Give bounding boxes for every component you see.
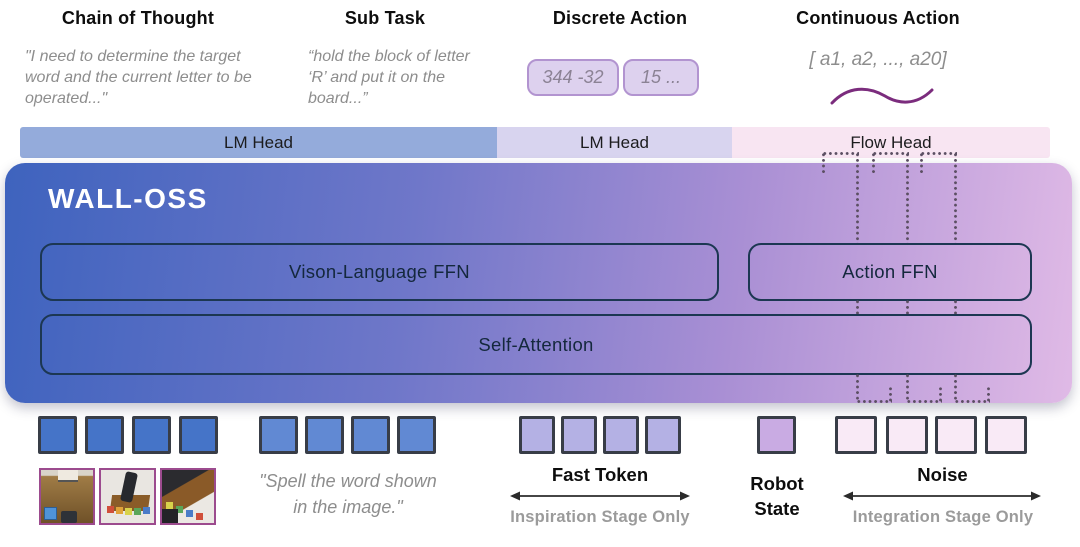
flow-connector-dots (856, 152, 859, 243)
noise-label: Noise (917, 464, 968, 485)
robot-state-label: Robot State (750, 473, 804, 519)
prompt-text: "Spell the word shown in the image." (259, 471, 437, 518)
chain-of-thought-example: "I need to determine the target word and… (25, 48, 252, 108)
flow-connector-dots (906, 373, 909, 402)
self-attention-block: Self-Attention (40, 314, 1032, 375)
flow-connector-dots (906, 299, 909, 314)
continuous-action-vector: [ a1, a2, ..., a20] (809, 49, 947, 70)
self-attention-label: Self-Attention (478, 333, 594, 355)
header-discrete-action: Discrete Action (552, 8, 688, 28)
flow-connector-dots (954, 152, 957, 243)
flow-connector-dots (939, 386, 942, 402)
lm-head-segment-1: LM Head (20, 127, 497, 158)
flow-connector-dots (954, 400, 990, 403)
lm-head-label: LM Head (224, 132, 293, 152)
action-squiggle-curve (830, 87, 934, 105)
action-ffn-block: Action FFN (748, 243, 1032, 301)
header-continuous-action: Continuous Action (796, 8, 960, 28)
tripod-base (162, 509, 178, 523)
vision-token (85, 416, 124, 454)
flow-head-label: Flow Head (850, 132, 932, 152)
vision-language-ffn-label: Vison-Language FFN (289, 261, 470, 282)
text-token (351, 416, 390, 454)
lm-head-segment-2: LM Head (497, 127, 732, 158)
blue-cube (44, 507, 57, 520)
sub-task-example: “hold the block of letter ‘R’ and put it… (308, 48, 470, 108)
flow-connector-dots (872, 152, 909, 155)
wall-oss-model-box (5, 163, 1072, 403)
robot-state-token (757, 416, 796, 454)
vision-token (179, 416, 218, 454)
gripper-shadow (60, 511, 77, 523)
flow-connector-dots (856, 373, 859, 402)
header-sub-task: Sub Task (344, 8, 426, 28)
noise-token (985, 416, 1027, 454)
flow-connector-dots (954, 299, 957, 314)
integration-stage-label: Integration Stage Only (852, 508, 1034, 526)
flow-connector-dots (920, 152, 957, 155)
fast-token-label: Fast Token (551, 464, 649, 485)
colored-blocks (107, 506, 114, 513)
noise-token (935, 416, 977, 454)
fast-token (519, 416, 555, 454)
robot-arm-blocks-photo (99, 468, 156, 525)
lm-head-label: LM Head (580, 132, 649, 152)
noise-span-arrow (843, 491, 1041, 501)
robot-table-photo (39, 468, 95, 525)
vision-token (38, 416, 77, 454)
flow-connector-dots (906, 400, 942, 403)
flow-connector-dots (889, 386, 892, 402)
model-title: WALL-OSS (48, 183, 208, 214)
flow-connector-dots (920, 152, 923, 174)
flow-connector-dots (822, 152, 859, 155)
robot-gripper-photo (160, 468, 216, 525)
action-ffn-label: Action FFN (842, 261, 938, 282)
header-chain-of-thought: Chain of Thought (61, 8, 215, 28)
text-token (397, 416, 436, 454)
noise-token (886, 416, 928, 454)
flow-connector-dots (856, 299, 859, 314)
vision-language-ffn-block: Vison-Language FFN (40, 243, 719, 301)
vision-token (132, 416, 171, 454)
text-token (305, 416, 344, 454)
flow-connector-dots (906, 152, 909, 243)
discrete-token-pill: 15 ... (623, 59, 699, 96)
discrete-token-pill: 344 -32 (527, 59, 619, 96)
flow-connector-dots (954, 373, 957, 402)
inspiration-stage-label: Inspiration Stage Only (510, 508, 690, 526)
noise-token (835, 416, 877, 454)
fast-token-span-arrow (510, 491, 690, 501)
flow-connector-dots (856, 400, 892, 403)
paper-note (57, 470, 79, 482)
flow-connector-dots (872, 152, 875, 174)
text-token (259, 416, 298, 454)
colored-blocks (166, 502, 173, 509)
fast-token (645, 416, 681, 454)
fast-token (561, 416, 597, 454)
flow-connector-dots (987, 386, 990, 402)
flow-connector-dots (822, 152, 825, 174)
fast-token (603, 416, 639, 454)
